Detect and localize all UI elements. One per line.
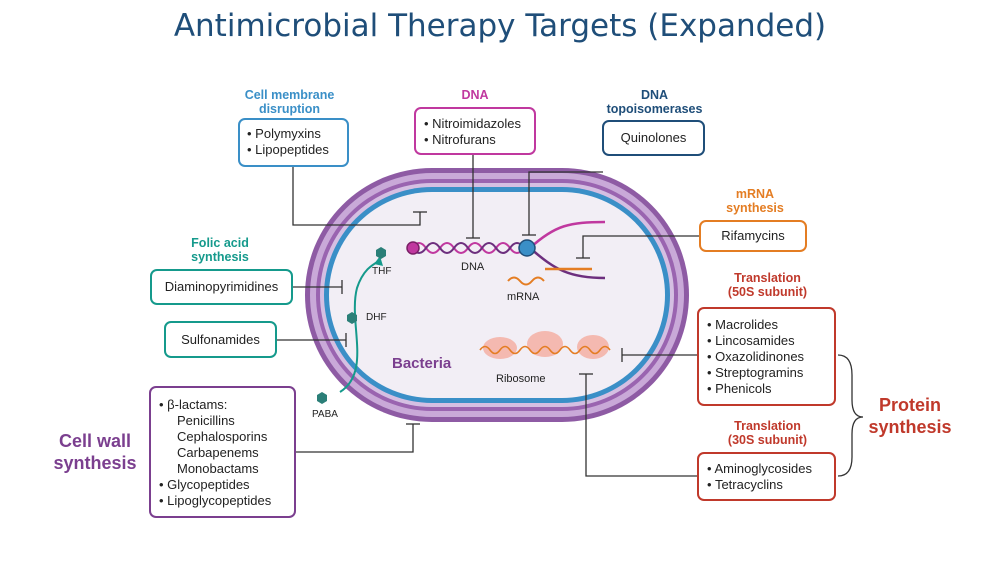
cell-wall-synthesis-label: Cell wall synthesis: [53, 431, 137, 473]
folate-pathway: [317, 247, 386, 404]
drug-aminoglycosides: • Aminoglycosides: [707, 461, 812, 476]
drug-nitrofurans: • Nitrofurans: [424, 132, 496, 147]
bacteria-label: Bacteria: [392, 355, 452, 372]
topo-heading: DNA topoisomerases: [606, 88, 703, 116]
cell-wall-drug-item: Penicillins: [177, 413, 235, 428]
cell-wall-drug-item: Carbapenems: [177, 445, 259, 460]
dhf-label: DHF: [366, 312, 387, 323]
cell-wall-drug-item: Monobactams: [177, 461, 259, 476]
drug-phenicols: • Phenicols: [707, 381, 772, 396]
dna-drug-box[interactable]: • Nitroimidazoles • Nitrofurans: [414, 107, 536, 155]
cell-wall-drug-item: Cephalosporins: [177, 429, 268, 444]
drug-polymyxins: • Polymyxins: [247, 126, 321, 141]
drug-tetracyclins: • Tetracyclins: [707, 477, 783, 492]
mrna-drug-box[interactable]: Rifamycins: [699, 220, 807, 252]
dna-helix: [406, 220, 606, 280]
thf-label: THF: [372, 266, 392, 277]
membrane-heading: Cell membrane disruption: [244, 88, 335, 116]
folic-heading: Folic acid synthesis: [191, 236, 249, 264]
membrane-drug-box[interactable]: • Polymyxins • Lipopeptides: [238, 118, 349, 167]
dna-heading: DNA: [461, 88, 489, 102]
dna-label: DNA: [461, 261, 485, 273]
sulfonamides-box[interactable]: Sulfonamides: [164, 321, 277, 358]
cell-wall-drug-item: • Lipoglycopeptides: [159, 493, 272, 508]
t50-drug-box[interactable]: • Macrolides • Lincosamides • Oxazolidin…: [697, 307, 836, 406]
drug-nitroimidazoles: • Nitroimidazoles: [424, 116, 522, 131]
drug-quinolones: Quinolones: [620, 130, 687, 145]
mrna-heading: mRNA synthesis: [726, 187, 784, 215]
ribosome-cluster: [479, 331, 611, 359]
cell-wall-drug-item: • β-lactams:: [159, 397, 228, 412]
t50-heading: Translation (50S subunit): [727, 271, 808, 299]
drug-lipopeptides: • Lipopeptides: [247, 142, 329, 157]
drug-macrolides: • Macrolides: [707, 317, 779, 332]
page-title: Antimicrobial Therapy Targets (Expanded): [173, 8, 827, 44]
mrna-strand: [507, 267, 592, 286]
t30-drug-box[interactable]: • Aminoglycosides • Tetracyclins: [697, 452, 836, 501]
drug-lincosamides: • Lincosamides: [707, 333, 795, 348]
drug-sulfonamides: Sulfonamides: [181, 332, 260, 347]
diaminopyrimidines-box[interactable]: Diaminopyrimidines: [150, 269, 293, 305]
paba-label: PABA: [312, 409, 338, 420]
mrna-label: mRNA: [507, 291, 540, 303]
drug-diaminopyrimidines: Diaminopyrimidines: [164, 279, 279, 294]
inhibition-connectors: [277, 153, 864, 477]
drug-oxazolidinones: • Oxazolidinones: [707, 349, 805, 364]
ribosome-label: Ribosome: [496, 373, 546, 385]
protein-synthesis-label: Protein synthesis: [868, 395, 952, 437]
drug-rifamycins: Rifamycins: [721, 228, 785, 243]
topo-drug-box[interactable]: Quinolones: [602, 120, 705, 156]
cell-wall-drug-item: • Glycopeptides: [159, 477, 250, 492]
drug-streptogramins: • Streptogramins: [707, 365, 804, 380]
t30-heading: Translation (30S subunit): [727, 419, 808, 447]
